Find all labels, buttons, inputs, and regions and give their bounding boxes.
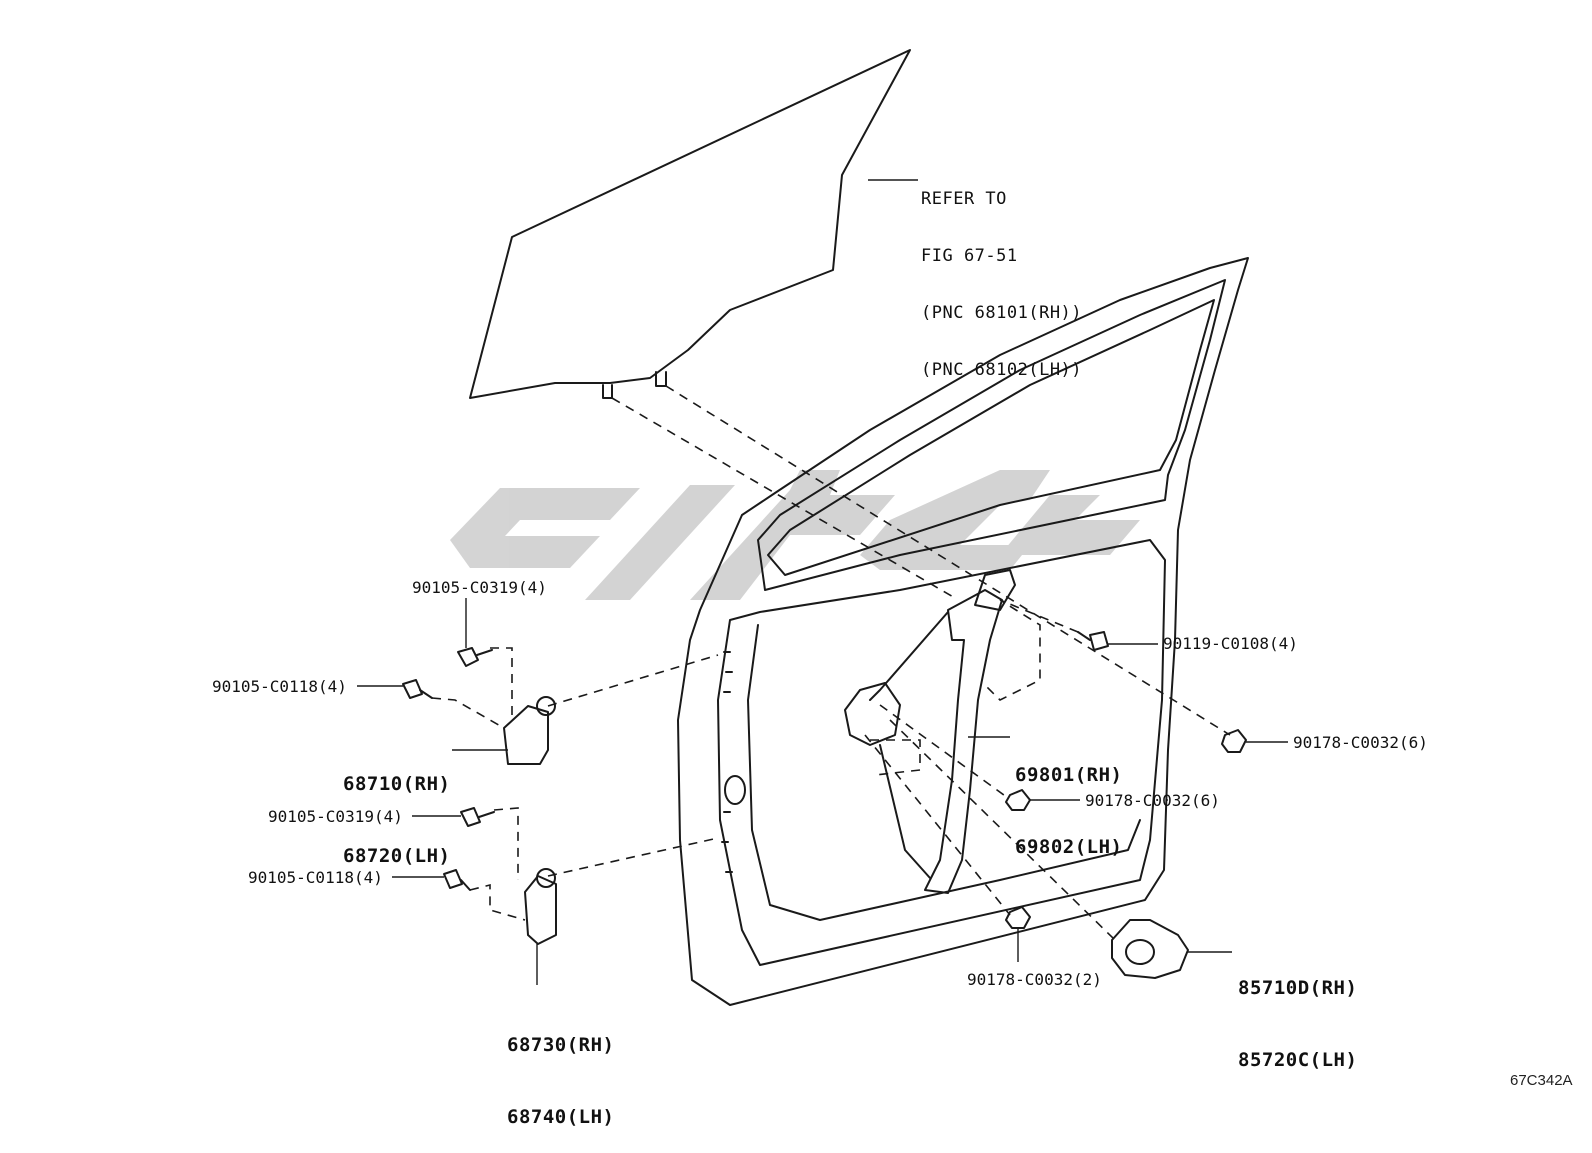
glass-reference-note: REFER TO FIG 67-51 (PNC 68101(RH)) (PNC … [921, 189, 1083, 380]
label-bolt-upper-top: 90105-C0319(4) [412, 578, 547, 597]
upper-hinge [503, 705, 549, 765]
leader-upper-side [431, 697, 505, 729]
regulator-cable [869, 611, 949, 879]
door-inner-edge [747, 624, 1141, 921]
label-bolt-lower-top: 90105-C0319(4) [268, 807, 403, 826]
bolt-lower-side [443, 869, 471, 891]
leader-glass-to-rail [665, 385, 1231, 736]
label-nut-bottom: 90178-C0032(2) [967, 970, 1102, 989]
glass-bracket [655, 371, 667, 387]
window-glass [469, 49, 911, 399]
door-parts-diagram [357, 49, 1288, 1006]
leader-bottom-nut [864, 734, 1011, 916]
label-hinge-upper: 68710(RH) 68720(LH) [343, 773, 451, 867]
motor-gear [1125, 939, 1155, 965]
nut-bottom [1005, 906, 1031, 929]
bolt-lower-top [460, 807, 495, 827]
nut-right [1221, 729, 1247, 753]
diagram-code: 67C342A [1510, 1072, 1573, 1089]
label-bolt-upper-side: 90105-C0118(4) [212, 677, 347, 696]
regulator-bracket [844, 682, 901, 746]
leader-upper-hinge [547, 654, 719, 707]
lower-hinge-pin [536, 868, 556, 888]
leader-middle-nut [879, 704, 1009, 799]
regulator-motor [1111, 919, 1189, 979]
regulator-rail [924, 589, 1003, 894]
label-bolt-regulator: 90119-C0108(4) [1163, 634, 1298, 653]
door-hinge-holes [721, 651, 733, 873]
glass-bracket [602, 384, 613, 399]
leader-lower-side [469, 883, 526, 921]
door-inner-panel [717, 539, 1166, 966]
nut-middle [1005, 789, 1031, 811]
label-regulator: 69801(RH) 69802(LH) [1015, 764, 1123, 858]
leader-lower-hinge [547, 837, 719, 877]
bolt-regulator [1077, 631, 1109, 651]
bolt-upper-top [457, 647, 493, 667]
leader-motor [889, 719, 1116, 941]
door-service-hole [724, 775, 746, 805]
label-motor: 85710D(RH) 85720C(LH) [1238, 977, 1358, 1071]
leader-glass-to-rail [611, 397, 956, 599]
label-hinge-lower: 68730(RH) 68740(LH) [507, 1034, 615, 1128]
watermark-logo [450, 470, 1140, 600]
leader-lower-bolt [493, 807, 519, 880]
door-frame [677, 257, 1249, 1006]
leader-middle-bracket [870, 739, 921, 776]
upper-hinge-pin [536, 696, 556, 716]
label-bolt-lower-side: 90105-C0118(4) [248, 868, 383, 887]
bolt-upper-side [402, 679, 433, 699]
leader-regulator-bolt [984, 599, 1079, 701]
label-nut-middle: 90178-C0032(6) [1085, 791, 1220, 810]
label-nut-right: 90178-C0032(6) [1293, 733, 1428, 752]
leader-upper-bolt [490, 647, 513, 715]
door-window-opening [757, 279, 1226, 591]
door-window-inner [767, 299, 1215, 576]
